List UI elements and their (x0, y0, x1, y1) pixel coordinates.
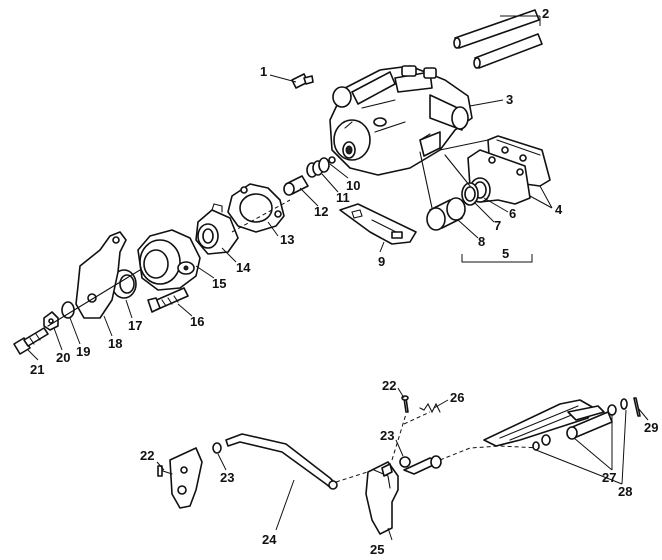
callout-4: 4 (555, 202, 563, 217)
part-spring (306, 157, 330, 178)
part-bolt-16 (147, 287, 189, 313)
part-piston-seal (461, 177, 491, 206)
callout-2: 2 (542, 6, 549, 21)
part-rods (453, 9, 543, 69)
part-caliper-body (137, 229, 201, 291)
part-bolt-21 (13, 327, 49, 355)
guide-line (419, 151, 433, 209)
part-pedal-arm (365, 461, 399, 535)
part-plunger (283, 175, 309, 196)
part-small-ring (328, 156, 336, 164)
callout-12: 12 (314, 204, 328, 219)
callout-20: 20 (56, 350, 70, 365)
callout-17: 17 (128, 318, 142, 333)
callout-14: 14 (236, 260, 251, 275)
part-washer-19 (61, 301, 75, 319)
callout-27: 27 (602, 470, 616, 485)
callout-21: 21 (30, 362, 44, 377)
part-piston (426, 197, 466, 231)
part-cotter-pin (401, 395, 409, 413)
part-adapter (195, 203, 239, 255)
callout-6: 6 (509, 206, 516, 221)
callout-13: 13 (280, 232, 294, 247)
callout-29: 29 (644, 420, 658, 435)
guide-line (444, 154, 471, 187)
callout-16: 16 (190, 314, 204, 329)
callout-24: 24 (262, 532, 277, 547)
guide-line (439, 139, 489, 151)
part-washer-23b (399, 456, 411, 468)
callout-5: 5 (502, 246, 509, 261)
part-bleeder-screw (291, 73, 314, 89)
part-bracket-plate (339, 203, 417, 245)
callout-23-right: 23 (380, 428, 394, 443)
part-nut-20 (43, 311, 59, 331)
callout-23-left: 23 (220, 470, 234, 485)
part-pivot-shaft (391, 411, 541, 475)
part-master-cylinder (329, 65, 473, 176)
callout-15: 15 (212, 276, 226, 291)
callout-9: 9 (378, 254, 385, 269)
callout-22-left: 22 (140, 448, 154, 463)
callout-8: 8 (478, 234, 485, 249)
callout-1: 1 (260, 64, 267, 79)
callout-10: 10 (346, 178, 360, 193)
callout-26: 26 (450, 390, 464, 405)
part-brake-rod (225, 433, 381, 490)
callout-3: 3 (506, 92, 513, 107)
part-mounting-bracket (75, 231, 127, 319)
part-washer-23a (212, 442, 222, 454)
guide-line (47, 269, 141, 327)
callout-11: 11 (336, 190, 350, 205)
callout-18: 18 (108, 336, 122, 351)
callout-25: 25 (370, 542, 384, 557)
callout-labels: 1 2 3 4 5 6 7 8 9 10 11 12 13 14 15 16 1… (30, 6, 658, 557)
part-spring-clip (419, 402, 441, 414)
part-pedal-bracket (157, 447, 203, 509)
callout-19: 19 (76, 344, 90, 359)
part-foot-pedal (483, 397, 641, 451)
callout-22-top: 22 (382, 378, 396, 393)
callout-28: 28 (618, 484, 632, 499)
part-gasket (227, 183, 285, 233)
callout-7: 7 (494, 218, 501, 233)
leader-lines (27, 15, 649, 541)
